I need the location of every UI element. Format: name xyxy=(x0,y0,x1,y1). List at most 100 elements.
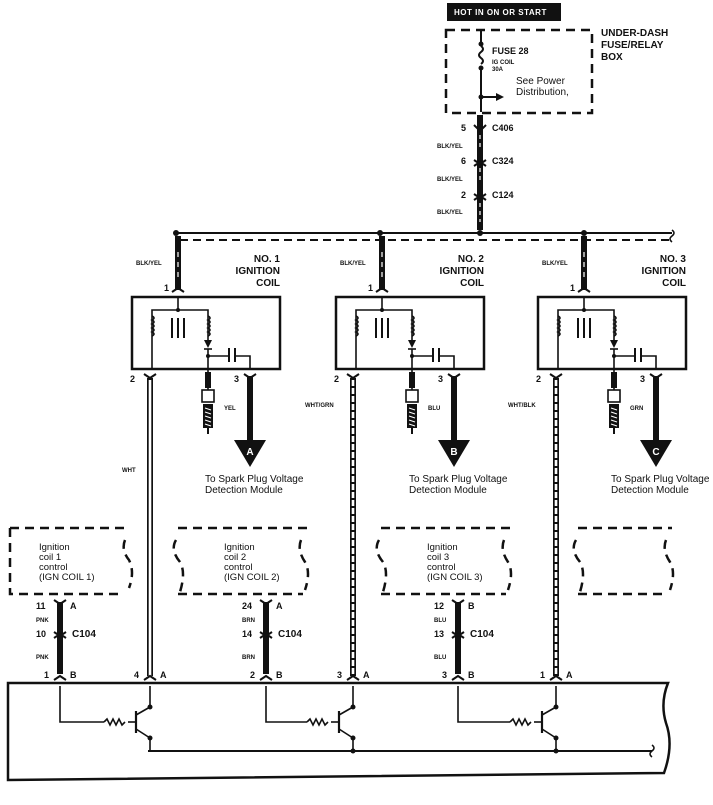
svg-text:C104: C104 xyxy=(470,629,494,640)
fuse-icon xyxy=(478,45,484,65)
diode-icon xyxy=(610,340,618,348)
connector-marker-b: B xyxy=(438,440,470,467)
diode-icon xyxy=(408,340,416,348)
wire-color-label: BLK/YEL xyxy=(542,261,568,267)
coil-title: COIL xyxy=(460,278,484,289)
svg-text:A: A xyxy=(566,670,573,680)
svg-text:1: 1 xyxy=(164,283,169,293)
svg-text:C: C xyxy=(652,447,659,458)
connector-c124: 2 C124 xyxy=(461,190,514,201)
svg-text:HOT IN ON OR START: HOT IN ON OR START xyxy=(454,8,547,17)
fuse-28: FUSE 28 IG COIL 30A See Power Distributi… xyxy=(478,30,569,112)
connector-c406: 5 C406 xyxy=(461,123,514,133)
resistor-icon xyxy=(509,717,532,727)
ecm-block-text: (IGN COIL 3) xyxy=(427,572,483,583)
svg-text:A: A xyxy=(363,670,370,680)
svg-text:3: 3 xyxy=(234,374,239,384)
svg-text:3: 3 xyxy=(442,670,447,680)
diode-icon xyxy=(204,340,212,348)
coil-title: NO. 3 xyxy=(660,254,687,265)
svg-text:3: 3 xyxy=(337,670,342,680)
primary-winding-icon xyxy=(354,315,359,337)
arrow-right-icon xyxy=(496,93,504,101)
destination-label: To Spark Plug Voltage xyxy=(611,474,710,485)
coil-title: COIL xyxy=(256,278,280,289)
wire-color-label: PNK xyxy=(36,655,49,661)
wire-color-label: BRN xyxy=(242,655,255,661)
break-icon xyxy=(669,229,675,243)
coil-title: IGNITION xyxy=(642,266,686,277)
svg-text:1: 1 xyxy=(570,283,575,293)
connector-marker-c: C xyxy=(640,440,672,467)
svg-text:B: B xyxy=(276,670,283,680)
driver-transistor-1 xyxy=(59,686,153,751)
svg-text:B: B xyxy=(70,670,77,680)
wire-color-label: BLK/YEL xyxy=(136,261,162,267)
ecm-module-box xyxy=(6,681,671,782)
svg-text:1: 1 xyxy=(44,670,49,680)
svg-text:14: 14 xyxy=(242,629,252,639)
svg-text:3: 3 xyxy=(438,374,443,384)
secondary-winding-icon xyxy=(206,315,211,337)
svg-text:24: 24 xyxy=(242,601,252,611)
svg-text:C124: C124 xyxy=(492,190,514,200)
ecm-block-text: coil 2 xyxy=(224,552,246,563)
secondary-winding-icon xyxy=(612,315,617,337)
svg-text:3: 3 xyxy=(640,374,645,384)
ecm-block-text: (IGN COIL 2) xyxy=(224,572,280,583)
wire-color-label: WHT/GRN xyxy=(305,403,334,409)
svg-text:FUSE 28: FUSE 28 xyxy=(492,46,529,56)
primary-winding-icon xyxy=(150,315,155,337)
connector-c104 xyxy=(53,631,67,639)
connector-c104 xyxy=(259,631,273,639)
svg-text:1: 1 xyxy=(368,283,373,293)
wire-color-label: WHT/BLK xyxy=(508,403,536,409)
svg-text:UNDER-DASH: UNDER-DASH xyxy=(601,28,668,39)
svg-text:C324: C324 xyxy=(492,156,514,166)
svg-text:11: 11 xyxy=(36,601,46,611)
connector-marker-a: A xyxy=(234,440,266,467)
driver-transistor-2 xyxy=(265,686,356,754)
svg-text:C406: C406 xyxy=(492,123,514,133)
hot-in-on-or-start-banner: HOT IN ON OR START xyxy=(447,3,561,21)
wire-color-label: GRN xyxy=(630,406,643,412)
power-bus xyxy=(173,229,675,243)
svg-text:See Power: See Power xyxy=(516,76,566,87)
wire-color-label: BLU xyxy=(428,406,440,412)
svg-text:2: 2 xyxy=(536,374,541,384)
wire-color-label: PNK xyxy=(36,618,49,624)
coil-title: COIL xyxy=(662,278,686,289)
svg-text:B: B xyxy=(468,670,475,680)
connector-c104 xyxy=(451,631,465,639)
wire-color-label: YEL xyxy=(224,406,236,412)
ecm-block-text: Ignition xyxy=(39,542,70,553)
ecm-block-text: coil 3 xyxy=(427,552,449,563)
destination-label: To Spark Plug Voltage xyxy=(409,474,508,485)
svg-text:30A: 30A xyxy=(492,67,504,73)
destination-label: Detection Module xyxy=(205,485,283,496)
svg-text:6: 6 xyxy=(461,156,466,166)
coil-housing xyxy=(536,295,688,371)
ecm-control-block-empty xyxy=(572,526,675,596)
wire-color-label: BLU xyxy=(434,618,446,624)
ecm-block-text: Ignition xyxy=(427,542,458,553)
spark-plug-icon xyxy=(607,372,621,434)
ecm-block-text: Ignition xyxy=(224,542,255,553)
svg-text:2: 2 xyxy=(250,670,255,680)
ecm-block-text: control xyxy=(427,562,456,573)
wire-color-label: BRN xyxy=(242,618,255,624)
svg-text:4: 4 xyxy=(134,670,139,680)
coil-housing xyxy=(334,295,486,371)
svg-text:C104: C104 xyxy=(72,629,96,640)
spark-plug-icon xyxy=(201,372,215,434)
coil-title: NO. 2 xyxy=(458,254,485,265)
coil-title: NO. 1 xyxy=(254,254,281,265)
wire-color-label: BLK/YEL xyxy=(437,144,463,150)
destination-label: To Spark Plug Voltage xyxy=(205,474,304,485)
driver-transistor-3 xyxy=(457,686,559,754)
